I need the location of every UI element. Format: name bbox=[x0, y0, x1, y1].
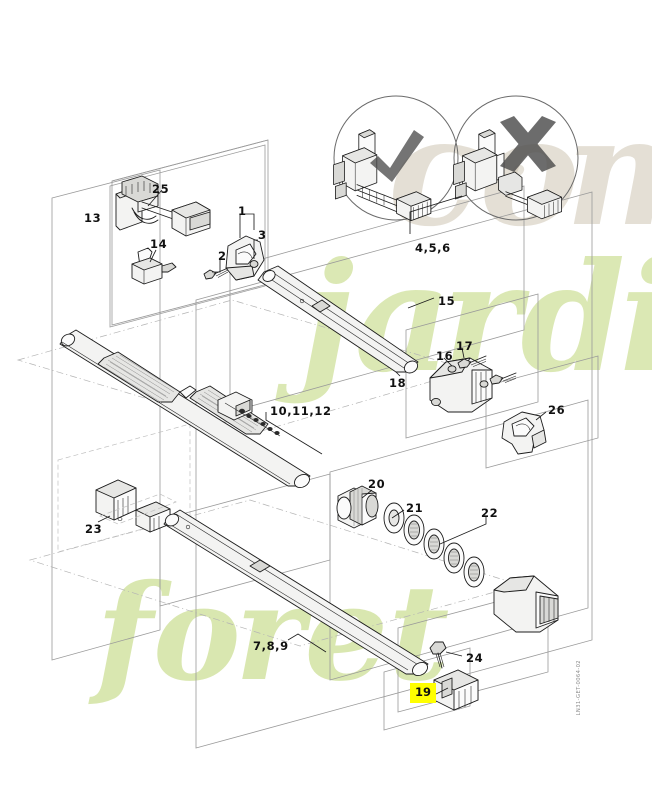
label-4-5-6: 4,5,6 bbox=[415, 241, 451, 255]
label-21: 21 bbox=[406, 501, 424, 515]
label-1: 1 bbox=[238, 204, 247, 218]
label-20: 20 bbox=[368, 477, 386, 491]
label-17: 17 bbox=[456, 339, 474, 353]
label-22: 22 bbox=[481, 506, 499, 520]
label-13: 13 bbox=[84, 211, 102, 225]
label-18: 18 bbox=[389, 376, 407, 390]
label-10-11-12: 10,11,12 bbox=[270, 404, 332, 418]
label-15: 15 bbox=[438, 294, 456, 308]
label-25: 25 bbox=[152, 182, 170, 196]
drawing-code: LN31-GET-0064-02 bbox=[576, 660, 582, 716]
label-2: 2 bbox=[218, 249, 227, 263]
label-7-8-9: 7,8,9 bbox=[253, 639, 289, 653]
label-16: 16 bbox=[436, 349, 454, 363]
highlighted-part-19[interactable]: 19 bbox=[410, 683, 436, 703]
label-23: 23 bbox=[85, 522, 103, 536]
label-3: 3 bbox=[258, 228, 267, 242]
label-24: 24 bbox=[466, 651, 484, 665]
label-14: 14 bbox=[150, 237, 168, 251]
label-26: 26 bbox=[548, 403, 566, 417]
